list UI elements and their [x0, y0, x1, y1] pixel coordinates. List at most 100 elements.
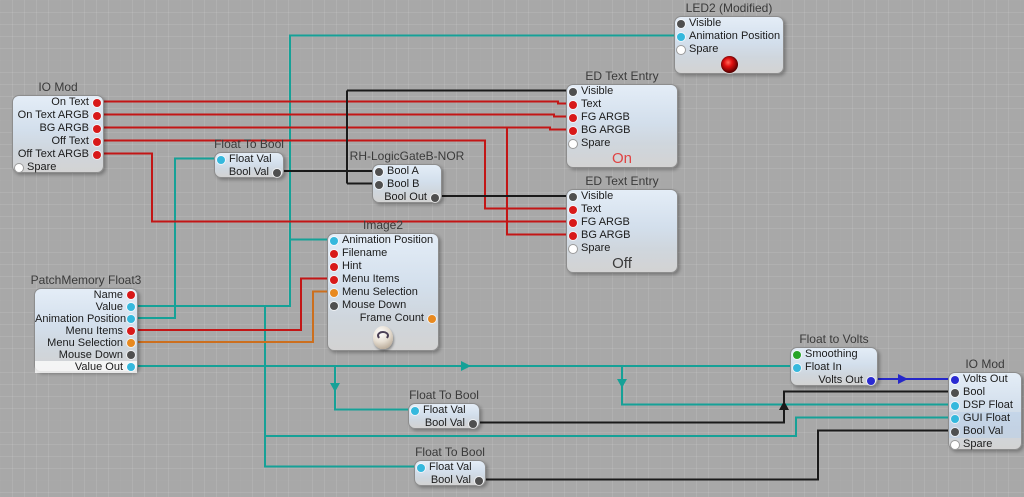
wire-valueout-to-floattobool-mid[interactable]	[334, 366, 411, 411]
port-dot-float[interactable]	[127, 363, 135, 371]
port-dot-bool[interactable]	[951, 388, 959, 397]
port-text: Text	[567, 98, 677, 111]
port-dot-string[interactable]	[330, 249, 338, 258]
wire-value-to-floattobool-bottom[interactable]	[264, 306, 417, 468]
port-dot-bool[interactable]	[677, 19, 685, 28]
port-volts-out: Volts Out	[949, 373, 1021, 386]
port-dot-int[interactable]	[428, 314, 436, 323]
node-float-to-volts[interactable]: Float to Volts Smoothing Float In Volts …	[790, 332, 878, 386]
port-dot-bool[interactable]	[469, 419, 477, 428]
port-dot-string[interactable]	[569, 205, 577, 214]
node-float-to-bool-top[interactable]: Float To Bool Float Val Bool Val	[214, 137, 284, 178]
port-spare: Spare	[675, 43, 783, 56]
port-dot-spare[interactable]	[677, 45, 685, 54]
port-float-val: Float Val	[415, 461, 485, 474]
wire-valueout-to-dspfloat[interactable]	[621, 366, 951, 406]
wire-offtext-to-ed2-text[interactable]	[97, 139, 569, 210]
node-patchmemory-float3[interactable]: PatchMemory Float3 Name Value Animation …	[31, 273, 141, 373]
text-display-area[interactable]: On	[567, 150, 677, 167]
port-dot-spare[interactable]	[15, 163, 23, 172]
port-dot-volts[interactable]	[867, 376, 875, 385]
port-dot-string[interactable]	[127, 327, 135, 335]
port-dot-string[interactable]	[569, 231, 577, 240]
port-dsp-float: DSP Float	[949, 399, 1021, 412]
node-io-mod-left[interactable]: IO Mod On Text On Text ARGB BG ARGB Off …	[12, 80, 104, 173]
port-dot-float[interactable]	[411, 406, 419, 415]
node-title: Image2	[362, 218, 404, 232]
wire-bgargb-to-ed1-bg[interactable]	[97, 126, 569, 131]
port-dot-bool[interactable]	[330, 301, 338, 310]
port-dot-string[interactable]	[569, 126, 577, 135]
knob-image-icon	[373, 326, 393, 349]
node-float-to-bool-middle[interactable]: Float To Bool Float Val Bool Val	[408, 388, 480, 429]
text-display-area[interactable]: Off	[567, 255, 677, 272]
node-ed-text-entry-off[interactable]: ED Text Entry Visible Text FG ARGB BG AR…	[566, 174, 678, 273]
wire-animpos-to-floattobool[interactable]	[131, 157, 217, 319]
port-dot-spare[interactable]	[569, 244, 577, 253]
wire-bgargb-to-ed2-bg[interactable]	[506, 127, 569, 236]
wire-value-to-guifloat[interactable]	[265, 416, 951, 437]
wire-menuselection-to-image2[interactable]	[131, 290, 330, 343]
port-dot-float[interactable]	[217, 155, 225, 164]
port-dot-string[interactable]	[330, 262, 338, 271]
port-dot-int[interactable]	[330, 288, 338, 297]
port-off-text: Off Text	[13, 135, 103, 148]
port-dot-string[interactable]	[93, 150, 101, 159]
port-dot-bool[interactable]	[951, 427, 959, 436]
port-dot-string[interactable]	[93, 137, 101, 146]
port-off-text-argb: Off Text ARGB	[13, 148, 103, 161]
port-dot-bool[interactable]	[375, 167, 383, 176]
port-dot-string[interactable]	[93, 124, 101, 133]
node-ed-text-entry-on[interactable]: ED Text Entry Visible Text FG ARGB BG AR…	[566, 69, 678, 168]
port-dot-string[interactable]	[127, 291, 135, 299]
port-bool-val: Bool Val	[949, 425, 1021, 438]
port-dot-bool[interactable]	[475, 476, 483, 485]
port-dot-float[interactable]	[951, 414, 959, 423]
node-title: ED Text Entry	[585, 174, 659, 188]
port-animation-position: Animation Position	[328, 234, 438, 247]
port-dot-float[interactable]	[793, 363, 801, 372]
port-bg-argb: BG ARGB	[567, 124, 677, 137]
node-title: ED Text Entry	[585, 69, 659, 83]
arrow-up-black	[779, 401, 789, 410]
port-dot-string[interactable]	[569, 100, 577, 109]
port-dot-bool[interactable]	[431, 193, 439, 202]
port-dot-float[interactable]	[677, 32, 685, 41]
node-io-mod-right[interactable]: IO Mod Volts Out Bool DSP Float GUI Floa…	[948, 357, 1022, 450]
node-title: IO Mod	[965, 357, 1005, 371]
wire-menuitems-to-image2[interactable]	[131, 277, 330, 331]
port-dot-bool[interactable]	[569, 87, 577, 96]
port-dot-string[interactable]	[569, 218, 577, 227]
node-float-to-bool-bottom[interactable]: Float To Bool Float Val Bool Val	[414, 445, 486, 486]
port-dot-string[interactable]	[330, 275, 338, 284]
wire-ontext-to-ed1-text[interactable]	[97, 100, 569, 105]
port-dot-bool[interactable]	[375, 180, 383, 189]
port-dot-float[interactable]	[951, 401, 959, 410]
node-nor-gate[interactable]: RH-LogicGateB-NOR Bool A Bool B Bool Out	[350, 149, 464, 203]
port-dot-float[interactable]	[127, 303, 135, 311]
wire-offtextargb-to-ed2-fg[interactable]	[97, 152, 569, 223]
node-title: LED2 (Modified)	[685, 1, 773, 15]
port-dot-float[interactable]	[417, 463, 425, 472]
port-dot-spare[interactable]	[951, 440, 959, 449]
port-dot-string[interactable]	[93, 98, 101, 107]
port-dot-int[interactable]	[127, 339, 135, 347]
port-dot-string[interactable]	[93, 111, 101, 120]
node-led2[interactable]: LED2 (Modified) Visible Animation Positi…	[674, 1, 784, 74]
port-dot-bool[interactable]	[127, 351, 135, 359]
port-dot-float[interactable]	[127, 315, 135, 323]
port-dot-string[interactable]	[569, 113, 577, 122]
port-dot-green[interactable]	[793, 350, 801, 359]
port-dot-bool[interactable]	[569, 192, 577, 201]
node-image2[interactable]: Image2 Animation Position Filename Hint …	[327, 218, 439, 351]
port-dot-bool[interactable]	[273, 168, 281, 177]
port-dot-volts[interactable]	[951, 375, 959, 384]
arrow-right-teal	[461, 361, 471, 371]
port-spare: Spare	[567, 137, 677, 150]
port-float-val: Float Val	[215, 153, 283, 166]
wire-ontextargb-to-ed1-fg[interactable]	[97, 113, 569, 118]
wire-floattobool-bottom-to-boolval[interactable]	[483, 429, 951, 481]
port-dot-float[interactable]	[330, 236, 338, 245]
port-dot-spare[interactable]	[569, 139, 577, 148]
